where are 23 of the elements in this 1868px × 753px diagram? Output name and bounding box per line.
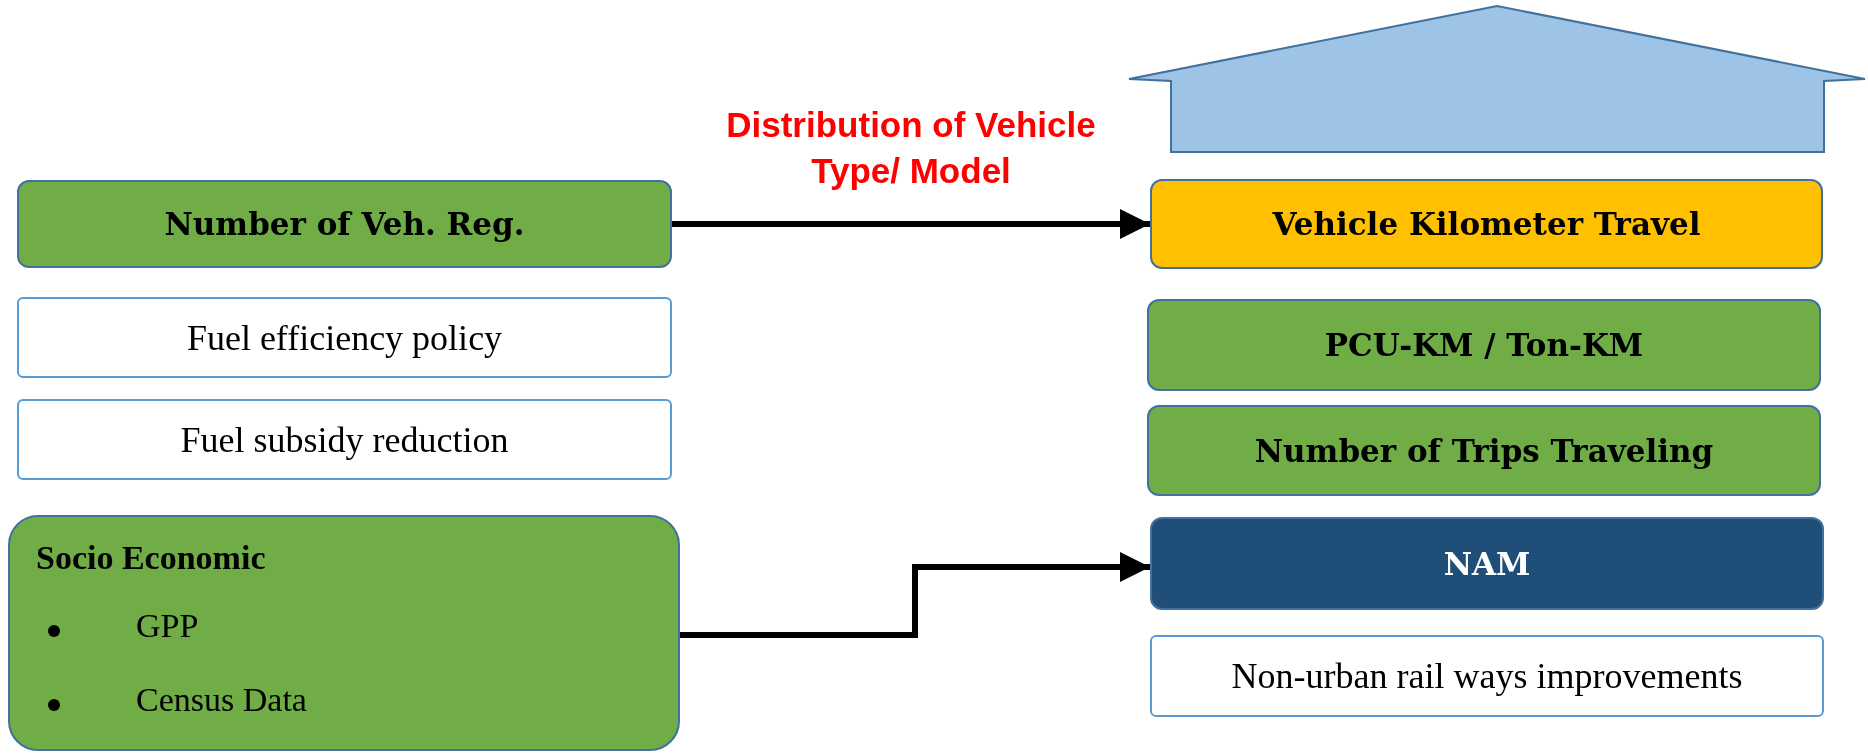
node-label: PCU-KM / Ton-KM — [1324, 327, 1644, 363]
node-label: Fuel subsidy reduction — [180, 418, 509, 461]
list-box — [8, 515, 680, 751]
process-box — [17, 180, 672, 268]
edge-label: Distribution of Vehicle Type/ Model — [725, 104, 1097, 192]
node-label: Fuel efficiency policy — [186, 316, 503, 359]
process-box — [1150, 517, 1824, 610]
process-box — [1147, 405, 1821, 496]
node-label: Non-urban rail ways improvements — [1231, 655, 1743, 697]
node-label: NAM — [1443, 545, 1531, 582]
node-label: Number of Trips Traveling — [1254, 432, 1714, 469]
node-label: Vehicle Kilometer Travel — [1272, 206, 1701, 242]
note-box — [1150, 635, 1824, 717]
node-heading: Socio Economic — [36, 539, 266, 577]
list-item: Census Data — [136, 681, 307, 719]
arrow — [680, 552, 1150, 638]
process-box — [1150, 179, 1823, 269]
list-item: GPP — [136, 607, 199, 645]
node-label: Number of Veh. Reg. — [164, 206, 525, 242]
note-box — [17, 297, 672, 378]
process-box — [1147, 299, 1821, 391]
arrow — [672, 209, 1150, 239]
note-box — [17, 399, 672, 480]
